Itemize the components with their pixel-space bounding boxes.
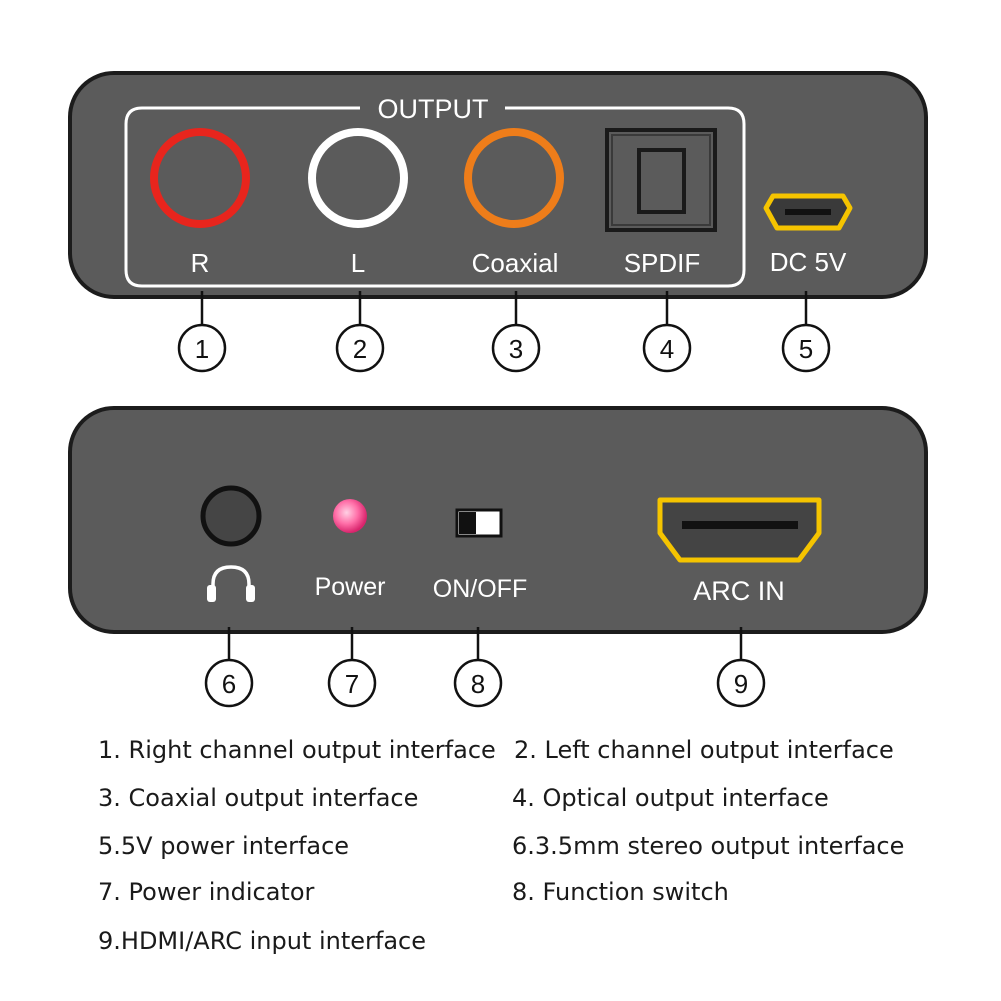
legend-item-3: 3. Coaxial output interface <box>98 784 419 812</box>
callout-8 <box>453 658 503 708</box>
legend-item-1: 1. Right channel output interface <box>98 736 496 764</box>
callout-2 <box>335 323 385 373</box>
top-panel: OUTPUT R L Coaxial SPDIF DC 5V <box>68 71 928 299</box>
callout-1 <box>177 323 227 373</box>
output-group-label: OUTPUT <box>378 94 489 124</box>
callout-3 <box>491 323 541 373</box>
callout-3-number: 3 <box>509 334 523 364</box>
coaxial-jack <box>464 128 564 228</box>
on-off-switch <box>455 508 503 538</box>
legend-item-2: 2. Left channel output interface <box>514 736 894 764</box>
top-callouts <box>177 291 831 373</box>
callout-8-number: 8 <box>471 669 485 699</box>
callout-6-number: 6 <box>222 669 236 699</box>
l-jack-label: L <box>351 248 365 278</box>
callout-6 <box>204 658 254 708</box>
legend-item-9: 9.HDMI/ARC input interface <box>98 927 426 955</box>
coaxial-jack-label: Coaxial <box>472 248 559 278</box>
legend: 1. Right channel output interface 2. Lef… <box>0 730 1001 1001</box>
callout-2-number: 2 <box>353 334 367 364</box>
r-jack-label: R <box>191 248 210 278</box>
spdif-port <box>605 128 717 232</box>
legend-item-5: 5.5V power interface <box>98 832 350 860</box>
device-diagram: OUTPUT R L Coaxial SPDIF DC 5V <box>68 71 928 708</box>
callout-4-number: 4 <box>660 334 674 364</box>
hdmi-arc-port <box>657 497 822 563</box>
output-frame <box>124 106 746 288</box>
power-led <box>333 499 367 533</box>
headphones-icon <box>207 565 255 602</box>
dc-5v-label: DC 5V <box>770 247 847 277</box>
callout-5 <box>781 323 831 373</box>
callout-9-number: 9 <box>734 669 748 699</box>
l-jack <box>308 128 408 228</box>
bottom-callouts <box>204 627 766 708</box>
on-off-label: ON/OFF <box>433 575 527 603</box>
r-jack <box>150 128 250 228</box>
dc-5v-port <box>763 193 853 231</box>
callout-5-number: 5 <box>799 334 813 364</box>
callout-9 <box>716 658 766 708</box>
legend-item-7: 7. Power indicator <box>98 878 315 906</box>
bottom-panel: Power ON/OFF ARC IN <box>68 406 928 634</box>
callout-4 <box>642 323 692 373</box>
power-label: Power <box>315 573 386 601</box>
callout-7-number: 7 <box>345 669 359 699</box>
spdif-port-label: SPDIF <box>624 248 701 278</box>
callout-1-number: 1 <box>195 334 209 364</box>
arc-in-label: ARC IN <box>693 576 785 606</box>
top-callout-numbers: 1 2 3 4 5 <box>195 334 813 364</box>
legend-item-8: 8. Function switch <box>512 878 729 906</box>
legend-item-6: 6.3.5mm stereo output interface <box>512 832 905 860</box>
bottom-callout-numbers: 6 7 8 9 <box>222 669 748 699</box>
headphone-jack <box>200 485 262 547</box>
legend-item-4: 4. Optical output interface <box>512 784 829 812</box>
callout-7 <box>327 658 377 708</box>
